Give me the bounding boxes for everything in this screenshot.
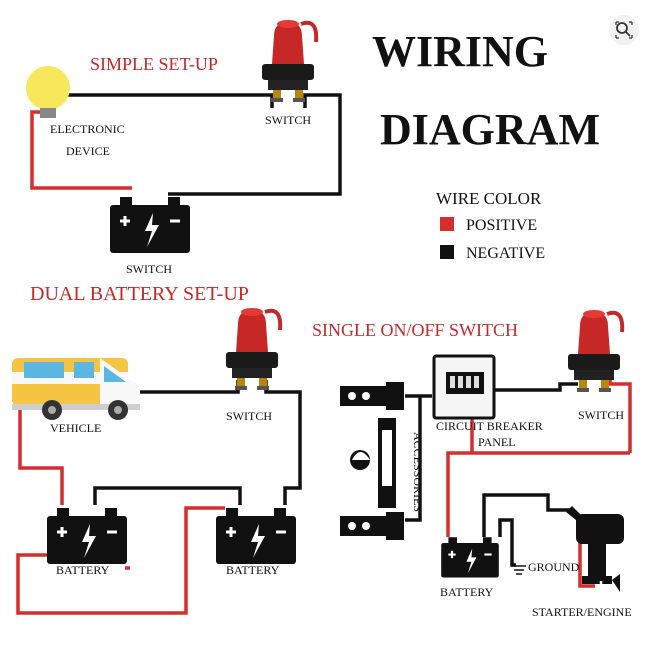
accessory-fish-finder-icon <box>350 418 396 508</box>
vehicle-label: VEHICLE <box>50 421 101 435</box>
simple-battery-label: SWITCH <box>126 262 172 276</box>
breaker-label-1: CIRCUIT BREAKER <box>436 419 543 433</box>
outboard-motor-icon <box>566 506 624 592</box>
zoom-lens-icon[interactable] <box>609 15 639 45</box>
simple-setup-heading: SIMPLE SET-UP <box>90 54 218 74</box>
simple-switch-label: SWITCH <box>265 113 311 127</box>
battery-switch-icon <box>260 18 319 104</box>
rv-vehicle-icon <box>12 358 140 420</box>
circuit-breaker-panel-icon <box>432 354 496 420</box>
dual-battery-heading: DUAL BATTERY SET-UP <box>30 283 249 305</box>
battery-switch-icon <box>224 306 283 392</box>
battery-icon <box>45 506 129 566</box>
title-line-2: DIAGRAM <box>380 105 600 154</box>
title-line-1: WIRING <box>372 27 548 76</box>
single-switch-label: SWITCH <box>578 408 624 422</box>
dual-switch-label: SWITCH <box>226 409 272 423</box>
accessory-outlet-icon <box>340 512 404 540</box>
accessories-label: ACCESSORIES <box>411 432 425 512</box>
battery-icon <box>440 536 500 579</box>
single-switch-heading: SINGLE ON/OFF SWITCH <box>312 320 518 340</box>
dual-battery-1-label: BATTERY <box>56 563 110 577</box>
accessory-outlet-icon <box>340 382 404 410</box>
ground-label: GROUND <box>528 560 580 574</box>
device-label-2: DEVICE <box>66 144 110 158</box>
dual-battery-2-label: BATTERY <box>226 563 280 577</box>
battery-icon <box>108 195 192 255</box>
device-label-1: ELECTRONIC <box>50 122 125 136</box>
breaker-label-2: PANEL <box>478 435 516 449</box>
battery-icon <box>214 506 298 566</box>
legend-heading: WIRE COLOR <box>436 189 542 208</box>
engine-label: STARTER/ENGINE <box>532 605 632 619</box>
single-battery-label: BATTERY <box>440 585 494 599</box>
ground-icon <box>512 565 526 575</box>
legend-positive-swatch <box>440 217 454 231</box>
legend-negative-label: NEGATIVE <box>466 245 545 262</box>
battery-switch-icon <box>566 308 625 394</box>
light-bulb-icon <box>26 66 70 118</box>
legend-negative-swatch <box>440 245 454 259</box>
legend-positive-label: POSITIVE <box>466 217 537 234</box>
